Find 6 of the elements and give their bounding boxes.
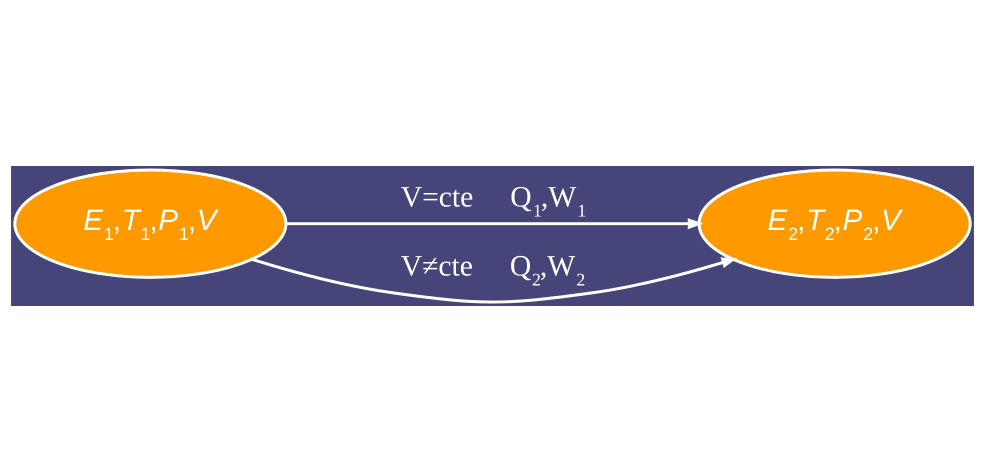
edge-label: V=cte Q$_{1}$,W$_{1}$ [400,181,586,220]
arrow [286,218,704,230]
node-ellipse: E$_{2}$,T$_{2}$,P$_{2}$,V [698,168,972,279]
edge-label: V≠cte Q$_{2}$,W$_{2}$ [400,250,586,290]
node-ellipse: E$_{1}$,T$_{1}$,P$_{1}$,V [13,168,288,279]
arrow [252,257,738,304]
